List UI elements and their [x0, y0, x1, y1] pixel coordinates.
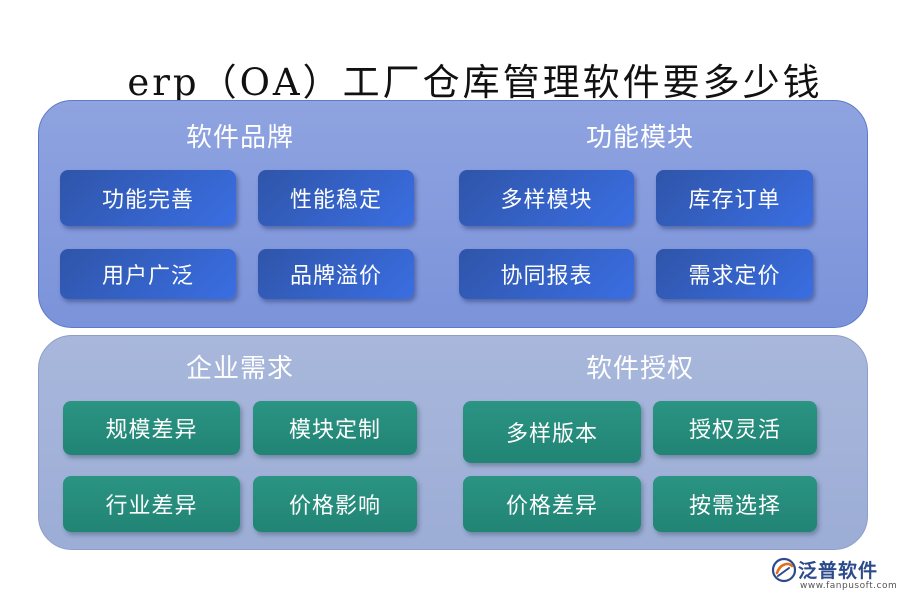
module-item-4: 需求定价 [656, 249, 813, 299]
fanpu-logo-icon [771, 557, 797, 583]
license-item-4: 按需选择 [653, 476, 817, 532]
section-title-software-brand: 软件品牌 [185, 123, 294, 153]
section-title-enterprise-needs: 企业需求 [185, 354, 294, 384]
brand-item-3: 用户广泛 [60, 249, 236, 299]
module-item-1: 多样模块 [459, 170, 634, 226]
needs-item-1: 规模差异 [63, 401, 240, 455]
logo-url: www.fanpusoft.com [800, 581, 898, 591]
brand-item-4: 品牌溢价 [258, 249, 414, 299]
brand-item-2: 性能稳定 [258, 170, 414, 226]
section-title-function-modules: 功能模块 [585, 123, 694, 153]
needs-item-3: 行业差异 [63, 476, 240, 532]
brand-logo: 泛普软件 www.fanpusoft.com [770, 554, 898, 596]
needs-item-4: 价格影响 [253, 476, 417, 532]
license-item-3: 价格差异 [463, 476, 641, 532]
brand-item-1: 功能完善 [60, 170, 236, 226]
module-item-2: 库存订单 [656, 170, 813, 226]
module-item-3: 协同报表 [459, 249, 634, 299]
page-title: erp（OA）工厂仓库管理软件要多少钱 [127, 61, 823, 104]
needs-item-2: 模块定制 [253, 401, 417, 455]
license-item-1: 多样版本 [463, 401, 641, 463]
section-title-software-license: 软件授权 [585, 354, 694, 384]
logo-name: 泛普软件 [798, 560, 879, 582]
license-item-2: 授权灵活 [653, 401, 817, 455]
